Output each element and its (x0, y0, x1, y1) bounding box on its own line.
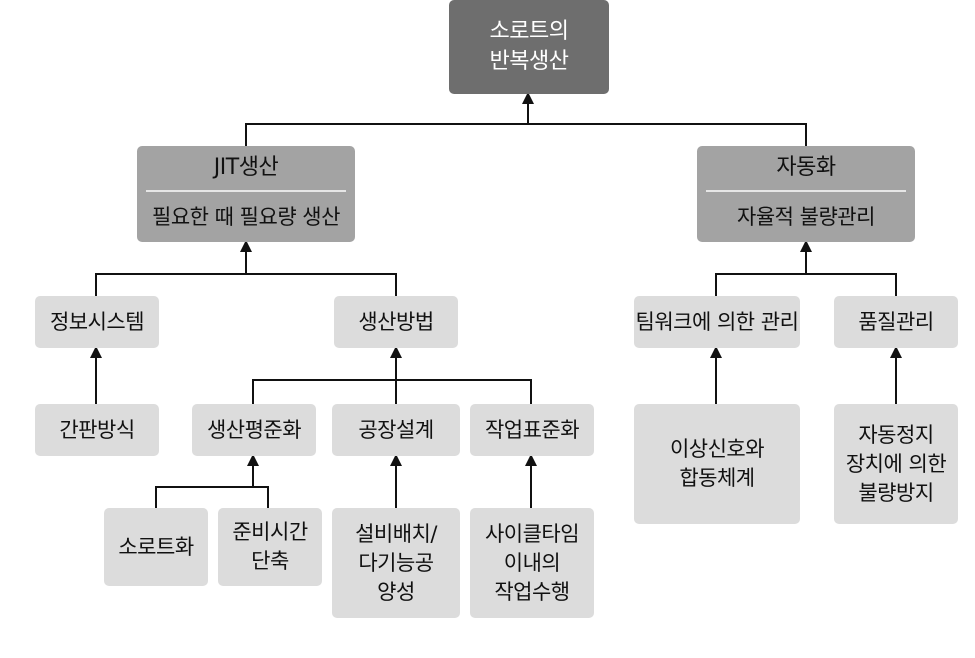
jit-title: JIT생산 (213, 155, 279, 180)
quality-node: 품질관리 (834, 296, 958, 348)
jit-subtitle: 필요한 때 필요량 생산 (152, 204, 340, 229)
plant-design-node: 공장설계 (332, 404, 460, 456)
abnormal-signal-node: 이상신호와 합동체계 (634, 404, 800, 524)
production-method-node: 생산방법 (334, 296, 458, 348)
work-standard-node: 작업표준화 (470, 404, 594, 456)
connector-autonomation (715, 273, 897, 296)
info-system-node: 정보시스템 (35, 296, 159, 348)
auto-stop-node: 자동정지 장치에 의한 불량방지 (834, 404, 958, 524)
kanban-node: 간판방식 (35, 404, 159, 456)
connector-root (245, 123, 807, 146)
root-node: 소로트의 반복생산 (449, 0, 609, 94)
autonomation-title: 자동화 (776, 155, 836, 180)
setup-reduction-node: 준비시간 단축 (218, 508, 322, 586)
jit-node: JIT생산 필요한 때 필요량 생산 (137, 146, 355, 242)
leveling-node: 생산평준화 (192, 404, 316, 456)
connector-leveling (155, 486, 269, 508)
small-lot-node: 소로트화 (104, 508, 208, 586)
autonomation-node: 자동화 자율적 불량관리 (697, 146, 915, 242)
cycle-time-node: 사이클타임 이내의 작업수행 (470, 508, 594, 618)
autonomation-divider (705, 190, 907, 192)
layout-multiskill-node: 설비배치/ 다기능공 양성 (332, 508, 460, 618)
teamwork-node: 팀워크에 의한 관리 (634, 296, 800, 348)
connector-jit (95, 273, 397, 296)
jit-divider (145, 190, 347, 192)
autonomation-subtitle: 자율적 불량관리 (737, 204, 875, 229)
connector-production-method (252, 379, 532, 404)
